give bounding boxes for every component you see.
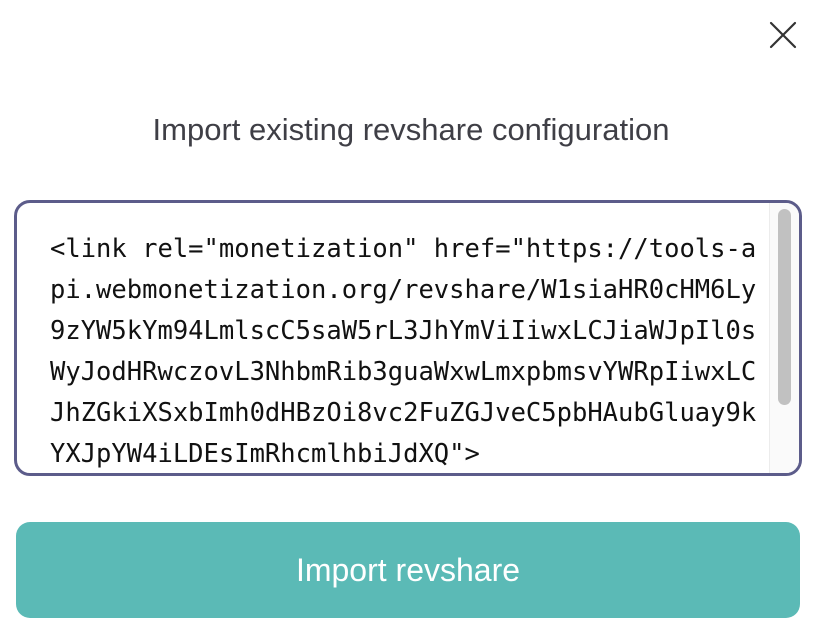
scrollbar-thumb[interactable]: [778, 209, 791, 405]
dialog-title: Import existing revshare configuration: [152, 112, 670, 147]
close-icon: [768, 20, 798, 50]
import-revshare-button[interactable]: Import revshare: [16, 522, 800, 618]
config-textarea-container: <link rel="monetization" href="https://t…: [14, 200, 802, 476]
close-button[interactable]: [768, 20, 798, 50]
textarea-scrollbar[interactable]: [769, 203, 799, 473]
config-textarea[interactable]: <link rel="monetization" href="https://t…: [17, 203, 771, 473]
